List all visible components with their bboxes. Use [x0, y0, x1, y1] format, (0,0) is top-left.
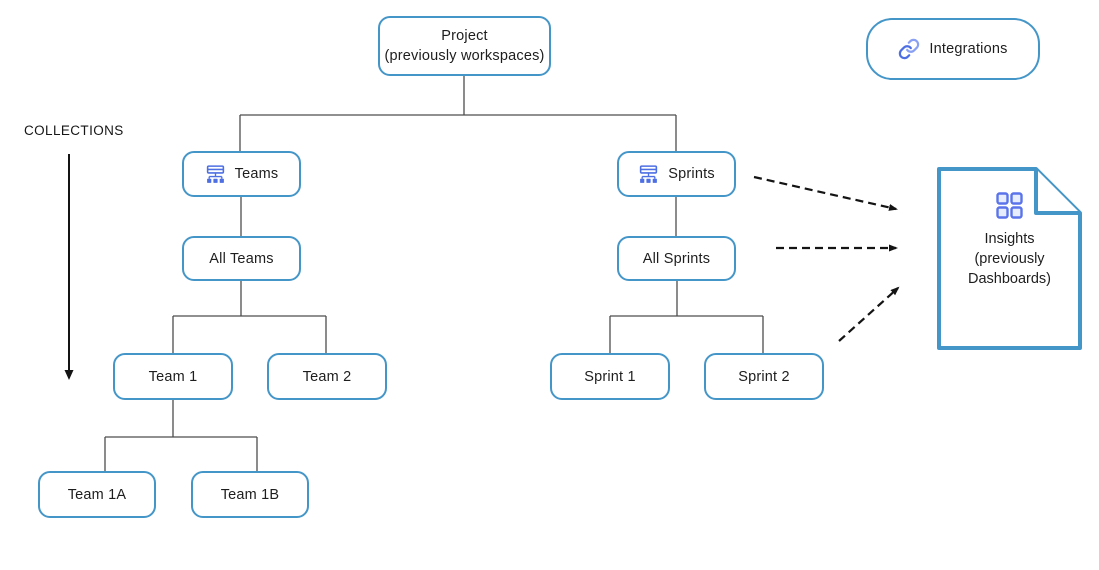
node-integrations: Integrations — [866, 18, 1040, 80]
node-insights: Insights (previously Dashboards) — [939, 192, 1080, 289]
sprint-1-label: Sprint 1 — [584, 368, 636, 385]
team-1-label: Team 1 — [148, 368, 198, 385]
tree-connectors — [104, 76, 764, 471]
insights-document-shape — [937, 167, 1082, 350]
node-all-teams: All Teams — [182, 236, 301, 281]
node-teams: Teams — [182, 151, 301, 197]
project-title: Project — [441, 28, 488, 44]
org-chart-icon — [205, 164, 226, 184]
sprint-2-label: Sprint 2 — [738, 368, 790, 385]
collections-label: COLLECTIONS — [24, 123, 124, 138]
node-sprint-1: Sprint 1 — [550, 353, 670, 400]
node-team-1a: Team 1A — [38, 471, 156, 518]
team-1b-label: Team 1B — [220, 486, 280, 503]
team-1a-label: Team 1A — [67, 486, 127, 503]
node-sprints: Sprints — [617, 151, 736, 197]
node-sprint-2: Sprint 2 — [704, 353, 824, 400]
insights-subtitle-1: (previously — [974, 251, 1045, 267]
link-icon — [898, 38, 920, 60]
node-team-2: Team 2 — [267, 353, 387, 400]
all-sprints-label: All Sprints — [642, 250, 711, 267]
insights-subtitle-2: Dashboards) — [967, 271, 1051, 287]
insights-text: Insights (previously Dashboards) — [968, 229, 1051, 289]
node-project: Project (previously workspaces) — [378, 16, 551, 76]
node-team-1: Team 1 — [113, 353, 233, 400]
insights-title: Insights — [984, 231, 1035, 247]
project-text: Project (previously workspaces) — [384, 26, 544, 66]
teams-label: Teams — [234, 166, 279, 182]
sprints-label: Sprints — [668, 166, 715, 182]
integrations-label: Integrations — [929, 41, 1008, 57]
grid-icon — [996, 192, 1023, 219]
all-teams-label: All Teams — [209, 250, 274, 267]
project-subtitle: (previously workspaces) — [384, 48, 545, 64]
insights-dashed-arrows — [753, 175, 900, 342]
org-chart-icon — [638, 164, 659, 184]
node-all-sprints: All Sprints — [617, 236, 736, 281]
team-2-label: Team 2 — [302, 368, 352, 385]
node-team-1b: Team 1B — [191, 471, 309, 518]
